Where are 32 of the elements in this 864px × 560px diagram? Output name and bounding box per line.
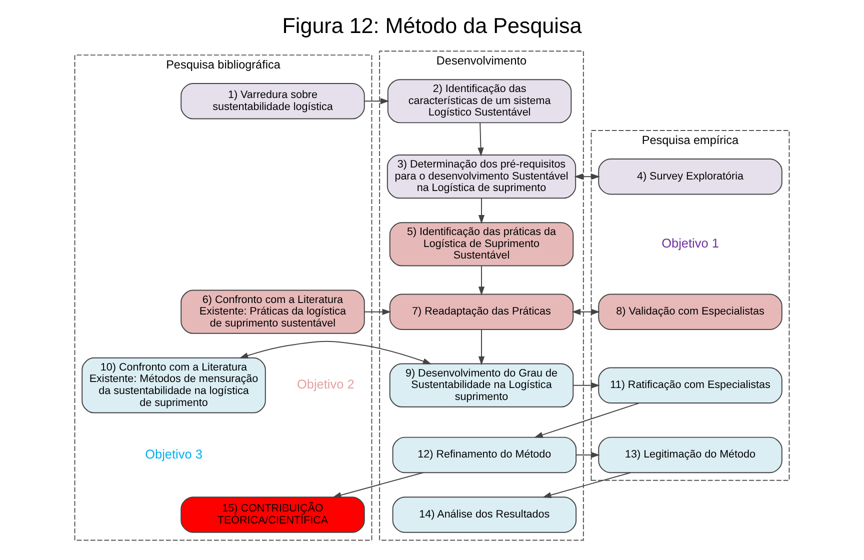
label: Objetivo 1 [662, 236, 719, 251]
node-box: 3) Determinação dos pré-requisitos para o desenvolvimento Sustentável na Logística de suprimento [386, 154, 576, 199]
arrow [478, 122, 484, 156]
node-box: 2) Identificação das características de um sistema Logístico Sustentável [387, 79, 572, 124]
arrow [364, 98, 390, 104]
arrow [478, 329, 485, 366]
arrow [576, 452, 600, 458]
node-box: 5) Identificação das práticas da Logística de Suprimento Sustentável [389, 222, 574, 266]
node-box: 1) Varredura sobre sustentabilidade logística [180, 83, 365, 120]
node-box: 4) Survey Exploratória [598, 158, 782, 195]
node-box: 6) Confronto com a Literatura Existente: Práticas da logística de suprimento sustentável [180, 290, 365, 334]
label: Objetivo 3 [145, 446, 202, 462]
arrow [332, 472, 424, 498]
diagram-title: Figura 12: Método da Pesquisa [282, 13, 582, 38]
node-box: 11) Ratificação com Especialistas [598, 367, 782, 404]
node-box: 14) Análise dos Resultados [392, 496, 577, 533]
node-box: 7) Readaptação das Práticas [389, 294, 574, 330]
arrow [478, 198, 485, 224]
arrow [239, 340, 432, 364]
arrow [478, 266, 485, 296]
node-box: 10) Confronto com a Literatura Existente: Métodos de mensuração da sustentabilidade na logística de suprimento [82, 357, 266, 414]
arrow [572, 308, 600, 315]
node-box: 15) CONTRIBUIÇÃO TEÓRICA/CIENTÍFICA [180, 496, 365, 533]
arrow [574, 174, 600, 180]
arrow [534, 402, 640, 438]
node-box: 13) Legitimação do Método [598, 436, 782, 474]
label: Objetivo 2 [296, 376, 354, 392]
arrow [364, 308, 392, 315]
arrow [572, 382, 600, 388]
node-box: 9) Desenvolvimento do Grau de Sustentabilidade na Logística suprimento [389, 363, 574, 408]
node-box: 12) Refinamento do Método [392, 436, 577, 474]
node-box: 8) Validação com Especialistas [598, 294, 782, 330]
